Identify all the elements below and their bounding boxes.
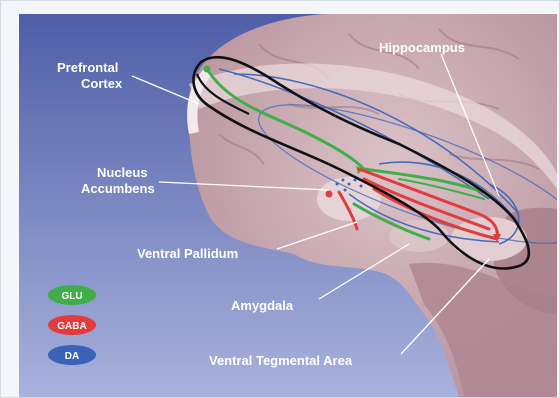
label-prefrontal-line1: Prefrontal xyxy=(57,60,118,75)
label-ventral-pallidum: Ventral Pallidum xyxy=(137,246,238,261)
label-vta: Ventral Tegmental Area xyxy=(209,353,353,368)
legend-glu-label: GLU xyxy=(61,291,82,302)
brain-diagram: Prefrontal Cortex Hippocampus Nucleus Ac… xyxy=(19,14,557,397)
legend: GLU GABA DA xyxy=(48,285,96,365)
label-amygdala: Amygdala xyxy=(231,298,294,313)
label-nucleus-line1: Nucleus xyxy=(97,165,148,180)
glu-origin xyxy=(204,66,211,73)
gaba-node xyxy=(326,191,333,198)
legend-glu: GLU xyxy=(48,285,96,305)
label-nucleus-line2: Accumbens xyxy=(81,181,155,196)
legend-da-label: DA xyxy=(65,351,79,362)
legend-gaba: GABA xyxy=(48,315,96,335)
brain-reward-circuit-svg: Prefrontal Cortex Hippocampus Nucleus Ac… xyxy=(19,14,557,397)
label-hippocampus: Hippocampus xyxy=(379,40,465,55)
legend-gaba-label: GABA xyxy=(57,321,86,332)
legend-da: DA xyxy=(48,345,96,365)
label-prefrontal-line2: Cortex xyxy=(81,76,123,91)
